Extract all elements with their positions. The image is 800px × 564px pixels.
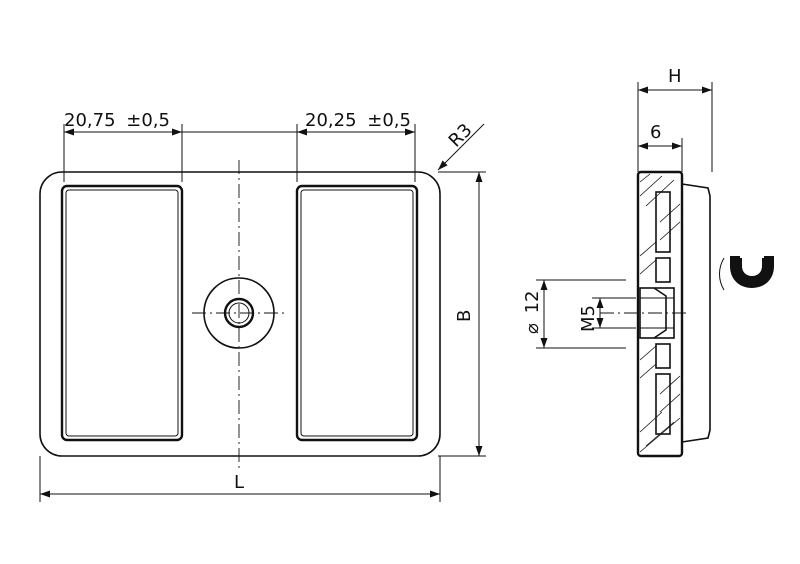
thickness-label: 6 [650, 122, 661, 143]
side-view [600, 170, 711, 458]
dim-right-width: 20,25 [305, 110, 357, 131]
length-l-label: L [234, 472, 244, 493]
dim-right-tolerance: ±0,5 [367, 110, 411, 131]
thread-label: M5 [578, 305, 599, 332]
total-h-label: H [668, 66, 682, 87]
section-body [636, 170, 684, 458]
magnet-slot-lower [655, 373, 671, 435]
svg-text:⌀ 12: ⌀ 12 [522, 291, 543, 334]
magnet-icon [719, 255, 774, 291]
rubber-back [681, 183, 711, 443]
diameter-dimension: ⌀ 12 [522, 279, 626, 349]
magnet-slot-upper [655, 191, 671, 253]
right-pole-pad [295, 184, 419, 442]
front-view [39, 160, 441, 468]
left-pole-pad-inner [65, 189, 179, 437]
thread-dimension: M5 [578, 297, 636, 332]
right-pole-pad-inner [300, 189, 414, 437]
diameter-symbol: ⌀ [522, 323, 543, 334]
thickness-dimensions: H 6 [637, 66, 713, 172]
height-b-dimension: B [438, 171, 486, 457]
left-pole-pad [60, 184, 184, 442]
magnet-slot-mid-upper [655, 257, 671, 283]
radius-label: R3 [445, 120, 477, 152]
svg-text:20,75 ±0,5: 20,75 ±0,5 [64, 110, 170, 131]
top-dimensions: 20,75 ±0,5 20,25 ±0,5 [63, 110, 416, 182]
dim-left-tolerance: ±0,5 [126, 110, 170, 131]
height-b-label: B [454, 310, 475, 322]
dim-left-width: 20,75 [64, 110, 116, 131]
svg-text:20,25 ±0,5: 20,25 ±0,5 [305, 110, 411, 131]
diameter-label: 12 [522, 291, 543, 314]
radius-callout: R3 [437, 120, 485, 171]
plate-outline [39, 171, 441, 457]
length-l-dimension: L [39, 456, 441, 502]
magnet-slot-mid-lower [655, 343, 671, 369]
